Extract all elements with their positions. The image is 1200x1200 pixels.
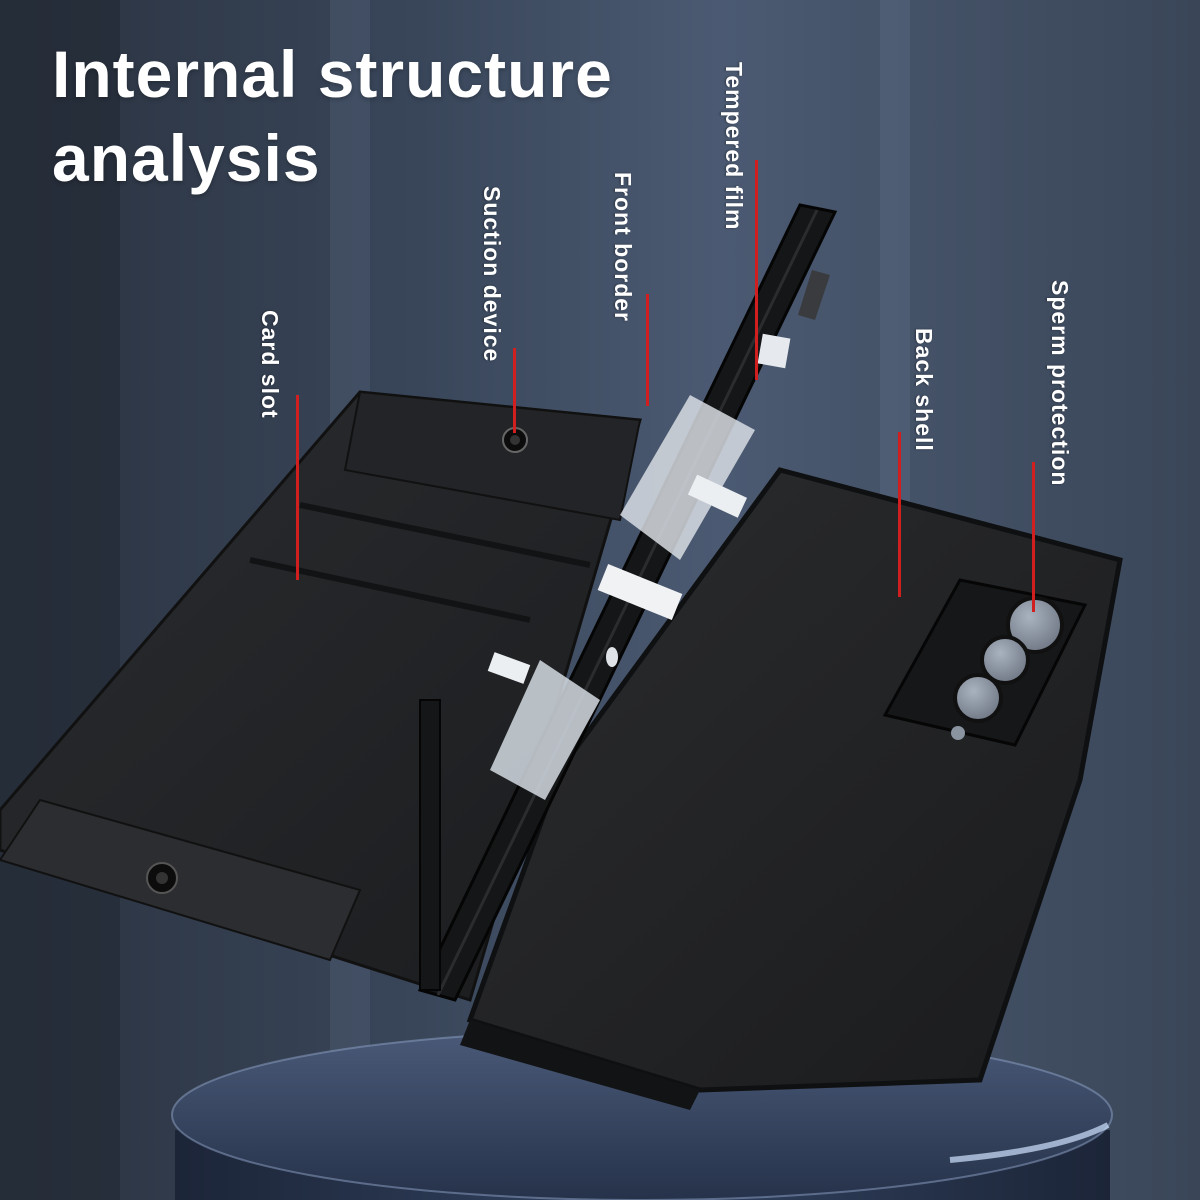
tempered-film-pieces [487, 333, 791, 800]
page-title: Internal structure analysis [52, 32, 752, 200]
label-tempered-film: Tempered film [721, 62, 747, 231]
label-card-slot: Card slot [257, 310, 283, 419]
card-slot-panel [0, 390, 642, 1002]
leader-tempered-film [755, 160, 758, 380]
label-front-border: Front border [610, 172, 636, 322]
back-shell-panel [460, 467, 1123, 1110]
title-line-1: Internal structure [52, 37, 613, 111]
leader-sperm-protection [1032, 462, 1035, 612]
label-suction-device: Suction device [479, 186, 505, 363]
leader-card-slot [296, 395, 299, 580]
camera-module [882, 578, 1088, 747]
leader-suction-device [513, 348, 516, 433]
leader-back-shell [898, 432, 901, 597]
label-sperm-protection: Sperm protection [1047, 280, 1073, 487]
title-line-2: analysis [52, 121, 321, 195]
leader-front-border [646, 294, 649, 406]
label-back-shell: Back shell [911, 328, 937, 452]
